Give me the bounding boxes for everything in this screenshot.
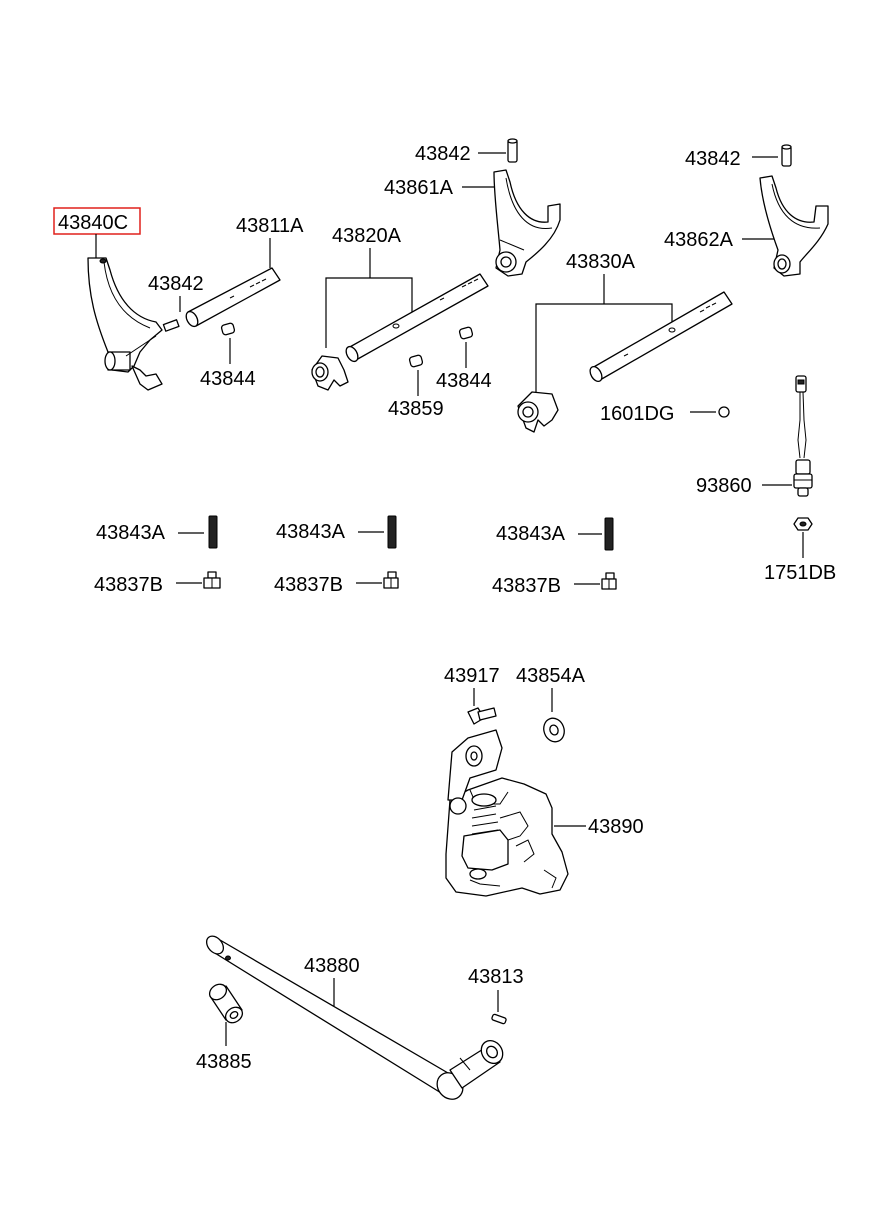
select-shaft-43880[interactable] — [203, 933, 507, 1105]
label-43885[interactable]: 43885 — [196, 1051, 252, 1073]
washer-43854A[interactable] — [540, 715, 567, 744]
label-43843A-1[interactable]: 43843A — [96, 522, 166, 544]
bolt-43917[interactable] — [467, 707, 497, 725]
stud-43843A-2[interactable] — [387, 515, 397, 549]
label-43830A[interactable]: 43830A — [566, 251, 636, 273]
pin-43842-a[interactable] — [162, 319, 180, 332]
label-43843A-3[interactable]: 43843A — [496, 523, 566, 545]
label-43854A[interactable]: 43854A — [516, 665, 586, 687]
pin-43842-b[interactable] — [507, 138, 518, 163]
label-93860[interactable]: 93860 — [696, 475, 752, 497]
ball-1601DG[interactable] — [718, 406, 730, 418]
label-43842-c[interactable]: 43842 — [685, 148, 741, 170]
label-43880[interactable]: 43880 — [304, 955, 360, 977]
label-43837B-3[interactable]: 43837B — [492, 575, 561, 597]
label-43840C[interactable]: 43840C — [58, 212, 128, 234]
label-1751DB[interactable]: 1751DB — [764, 562, 836, 584]
shift-rail-43820A[interactable] — [344, 273, 489, 363]
shift-fork-43861A[interactable] — [493, 169, 561, 277]
pin-43813[interactable] — [491, 1013, 507, 1025]
label-43859[interactable]: 43859 — [388, 398, 444, 420]
shift-rail-43830A[interactable] — [588, 291, 733, 383]
label-1601DG[interactable]: 1601DG — [600, 403, 675, 425]
label-43890[interactable]: 43890 — [588, 816, 644, 838]
shift-rail-43811A[interactable] — [184, 267, 281, 328]
label-43842-b[interactable]: 43842 — [415, 143, 471, 165]
shift-lug-43820A[interactable] — [311, 355, 349, 391]
label-43811A[interactable]: 43811A — [236, 215, 304, 237]
bolt-43837B-1[interactable] — [203, 571, 221, 589]
bolt-43837B-2[interactable] — [383, 571, 399, 589]
switch-93860[interactable] — [793, 375, 813, 497]
label-43842-a[interactable]: 43842 — [148, 273, 204, 295]
pin-43844-a[interactable] — [220, 322, 236, 336]
label-43844-b[interactable]: 43844 — [436, 370, 492, 392]
label-43837B-2[interactable]: 43837B — [274, 574, 343, 596]
label-43843A-2[interactable]: 43843A — [276, 521, 346, 543]
bushing-43885[interactable] — [207, 981, 246, 1026]
highlight-box — [53, 207, 141, 235]
bolt-43837B-3[interactable] — [601, 572, 617, 590]
shift-fork-43840C[interactable] — [87, 257, 163, 391]
lever-assembly-43890[interactable] — [445, 729, 569, 897]
label-43917[interactable]: 43917 — [444, 665, 500, 687]
label-43861A[interactable]: 43861A — [384, 177, 454, 199]
stud-43843A-1[interactable] — [208, 515, 218, 549]
washer-1751DB[interactable] — [793, 517, 813, 531]
pin-43842-c[interactable] — [781, 144, 792, 167]
shift-fork-43862A[interactable] — [759, 175, 829, 277]
pin-43859[interactable] — [408, 354, 424, 368]
label-43820A[interactable]: 43820A — [332, 225, 402, 247]
label-43813[interactable]: 43813 — [468, 966, 524, 988]
label-43844-a[interactable]: 43844 — [200, 368, 256, 390]
stud-43843A-3[interactable] — [604, 517, 614, 551]
pin-43844-b[interactable] — [458, 326, 474, 340]
label-43862A[interactable]: 43862A — [664, 229, 734, 251]
label-43837B-1[interactable]: 43837B — [94, 574, 163, 596]
shift-lug-43830A[interactable] — [517, 391, 559, 433]
